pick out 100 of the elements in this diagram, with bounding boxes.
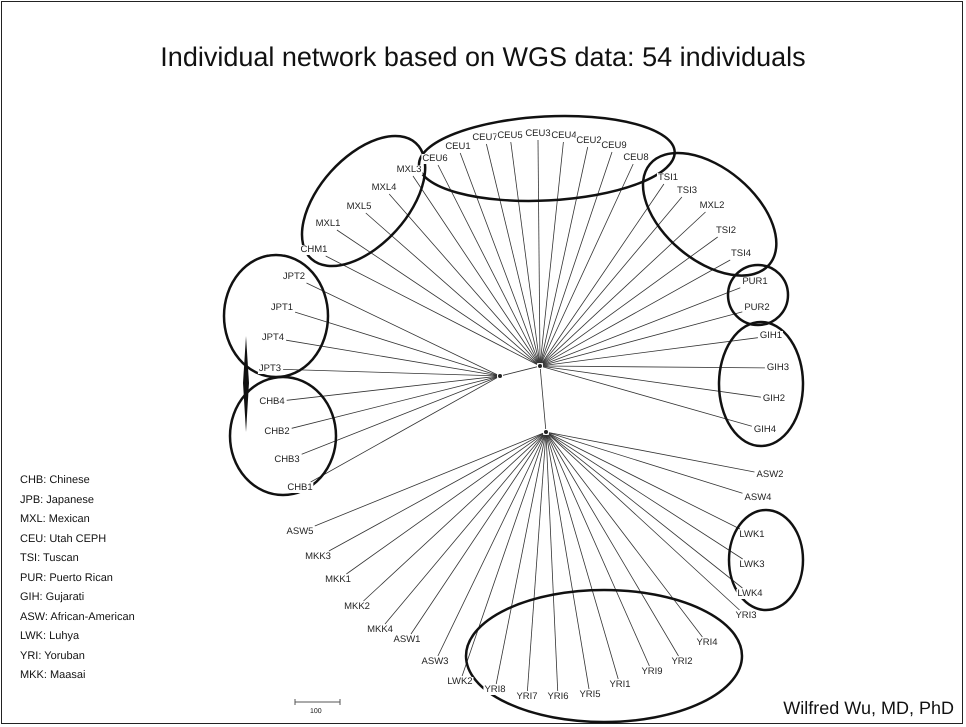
sample-label: CEU1 — [444, 142, 472, 152]
sample-label: JPT1 — [270, 303, 294, 313]
sample-label: TSI1 — [656, 172, 680, 183]
group-ellipse — [726, 263, 790, 327]
legend-text: MXL: Mexican — [20, 513, 90, 526]
group-ellipse — [228, 375, 338, 497]
sample-label: CHB1 — [286, 483, 314, 493]
sample-label: JPT3 — [258, 364, 282, 374]
sample-label: TSI2 — [714, 226, 738, 236]
branch-line — [346, 434, 544, 574]
sample-label: MXL4 — [370, 182, 398, 193]
branch-line — [336, 230, 538, 364]
branch-line — [547, 434, 679, 656]
sample-label: GIH4 — [752, 425, 778, 435]
sample-label: CEU6 — [421, 154, 449, 164]
branch-line — [542, 260, 731, 365]
sample-label: CEU8 — [622, 152, 650, 163]
sample-label: MKK1 — [324, 575, 352, 585]
sample-label: YRI4 — [695, 638, 719, 648]
branch-line — [365, 212, 538, 364]
branch-line — [542, 196, 682, 364]
branch-line — [460, 152, 540, 364]
sample-label: JPT2 — [282, 272, 306, 282]
branch-line — [306, 282, 498, 375]
branch-line — [546, 434, 650, 666]
branch-line — [410, 434, 544, 634]
branch-line — [542, 366, 766, 368]
sample-label: YRI8 — [483, 685, 507, 695]
branch-line — [548, 433, 740, 530]
sample-label: TSI3 — [676, 186, 698, 196]
branch-line — [462, 434, 546, 676]
sample-label: MXL3 — [396, 164, 422, 175]
branch-line — [548, 432, 743, 494]
sample-label: MKK4 — [366, 625, 394, 635]
branch-line — [542, 236, 718, 364]
legend-text: JPB: Japanese — [20, 494, 94, 506]
legend-text: PUR: Puerto Rican — [20, 572, 113, 584]
branch-line — [540, 152, 612, 364]
group-ellipse — [222, 253, 330, 379]
sample-label: MXL1 — [314, 218, 342, 229]
sample-label: YRI6 — [546, 692, 570, 702]
sample-label: PUR2 — [743, 303, 771, 313]
sample-label: MXL5 — [346, 202, 372, 212]
branch-line — [548, 434, 744, 560]
sample-label: ASW1 — [392, 635, 422, 645]
branch-line — [294, 312, 498, 376]
sample-label: LWK4 — [736, 589, 764, 599]
branch-point — [538, 364, 542, 368]
branch-line — [286, 340, 498, 376]
sample-label: YRI1 — [608, 680, 632, 690]
legend-text: MKK: Maasai — [20, 669, 86, 682]
branch-line — [541, 164, 634, 364]
branch-line — [542, 212, 706, 364]
branch-line — [527, 434, 546, 692]
sample-label: YRI3 — [734, 611, 758, 621]
group-ellipse — [727, 508, 805, 612]
branch-line — [542, 366, 762, 398]
branch-line — [542, 312, 743, 366]
legend-text: CEU: Utah CEPH — [20, 532, 106, 546]
branch-line — [328, 433, 544, 552]
branch-line — [282, 369, 498, 376]
sample-label: PUR1 — [741, 277, 769, 287]
sample-label: CHM1 — [300, 245, 328, 255]
legend-text: ASW: African-American — [20, 610, 135, 624]
branch-line — [388, 194, 538, 364]
branch-line — [314, 432, 544, 526]
branch-line — [546, 434, 619, 680]
branch-line — [540, 368, 546, 430]
group-ellipse — [717, 320, 805, 448]
sample-label: CHB2 — [263, 427, 291, 437]
sample-label: ASW5 — [286, 527, 314, 537]
branch-line — [438, 164, 539, 364]
sample-label: CEU5 — [496, 130, 524, 141]
branch-line — [412, 176, 538, 364]
sample-label: GIH3 — [766, 363, 790, 373]
sample-label: CHB4 — [258, 397, 286, 407]
branch-line — [438, 434, 545, 656]
sample-label: CEU4 — [550, 130, 578, 141]
branch-line — [502, 366, 538, 376]
sample-label: CEU2 — [575, 136, 603, 146]
sample-label: CEU9 — [600, 140, 628, 151]
branch-line — [486, 144, 540, 364]
sample-label: CEU7 — [471, 132, 499, 143]
sample-label: YRI2 — [670, 657, 694, 667]
sample-label: ASW2 — [756, 470, 784, 480]
sample-label: MKK2 — [343, 602, 371, 612]
branch-line — [546, 434, 558, 692]
branch-line — [546, 434, 590, 690]
branch-line — [496, 434, 546, 684]
branch-line — [363, 434, 544, 602]
branch-line — [542, 184, 664, 364]
sample-label: ASW4 — [744, 493, 772, 503]
branch-line — [542, 337, 758, 366]
sample-label: TSI4 — [730, 248, 752, 259]
branch-line — [301, 376, 498, 455]
branch-line — [510, 142, 540, 364]
sample-label: GIH1 — [758, 331, 784, 341]
sample-label: GIH2 — [762, 394, 786, 404]
branch-line — [540, 146, 588, 364]
legend-text: GIH: Gujarati — [20, 591, 84, 604]
